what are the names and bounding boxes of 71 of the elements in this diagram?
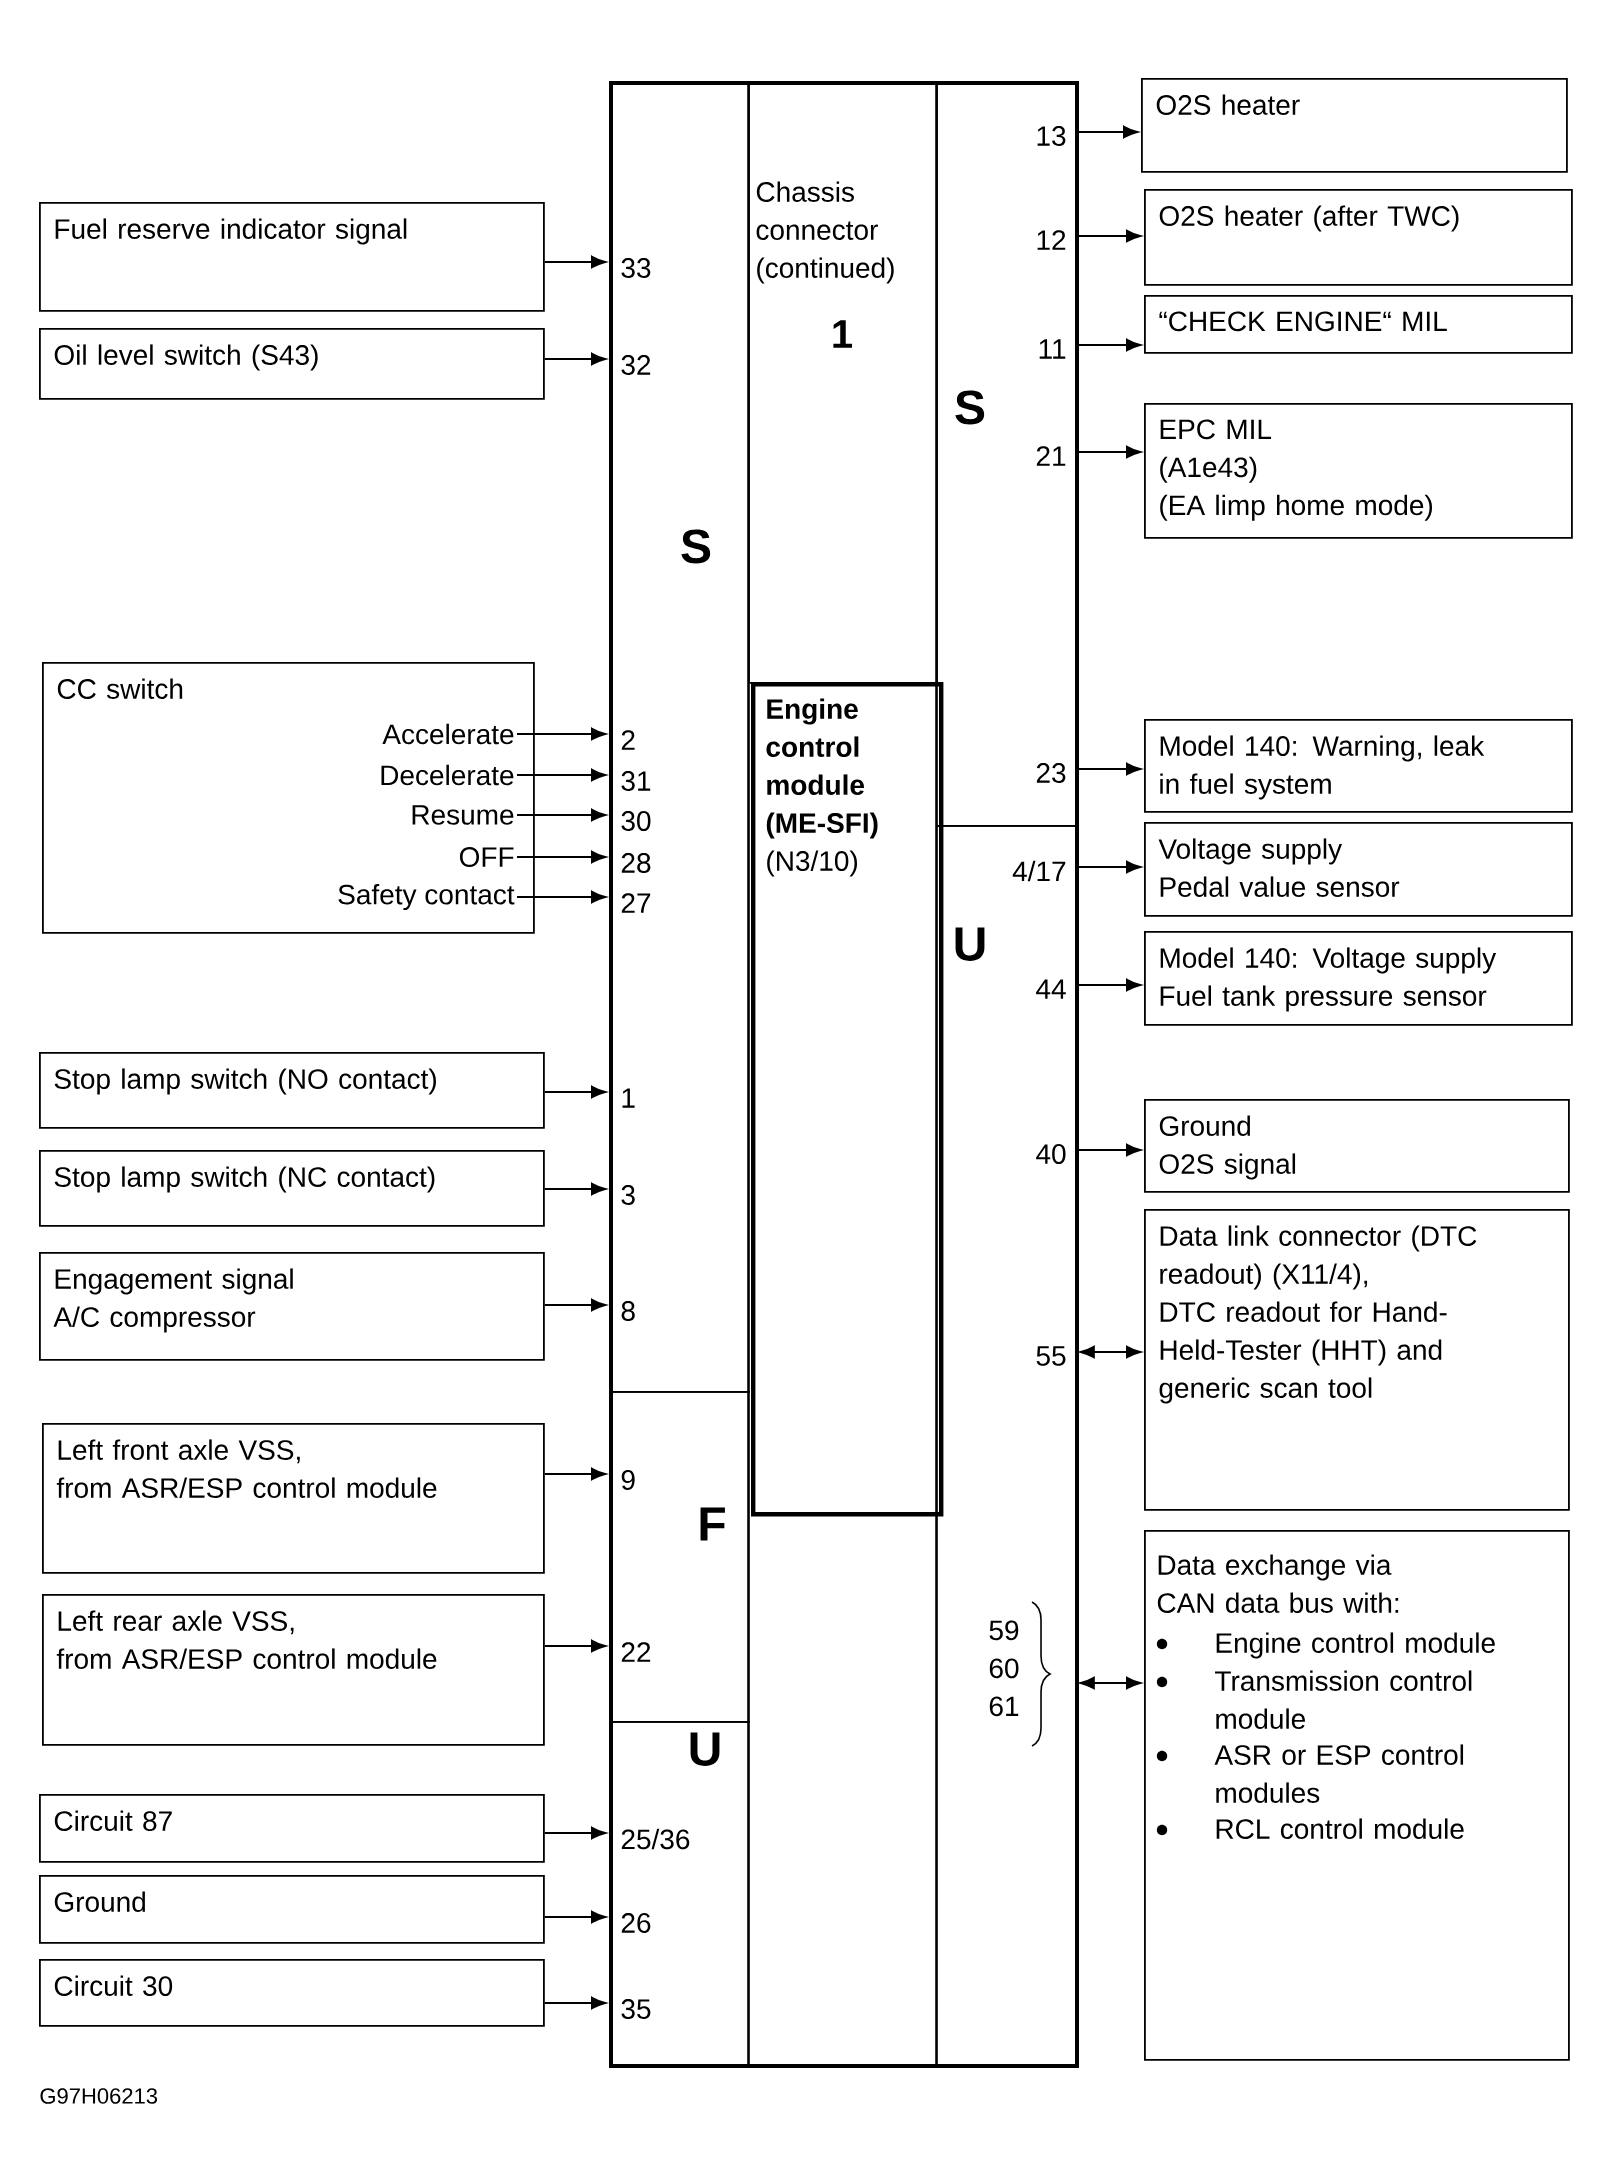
arrow	[543, 1085, 607, 1099]
arrow	[516, 808, 607, 822]
switch-position-label: Accelerate	[382, 723, 514, 745]
pin-number: 12	[1033, 228, 1069, 252]
pin-number: 59 60 61	[989, 1620, 1019, 1717]
component-box: Voltage supply Pedal value sensor	[1144, 822, 1573, 917]
arrow	[543, 1298, 607, 1312]
pin-number: 9	[618, 1468, 638, 1492]
component-box: Ground	[39, 1875, 545, 1944]
component-box: EPC MIL (A1e43) (EA limp home mode)	[1144, 403, 1573, 539]
pin-number: 26	[618, 1911, 654, 1935]
component-box: O2S heater	[1141, 78, 1568, 173]
pin-number: 3	[618, 1183, 638, 1207]
pin-number: 28	[618, 851, 654, 875]
component-box: Circuit 30	[39, 1959, 545, 2027]
pin-number: 11	[1035, 337, 1069, 361]
connector-section: Chassis connector (continued) 1	[748, 81, 938, 684]
arrow	[543, 1826, 607, 1840]
pin-number: 55	[1033, 1344, 1069, 1368]
component-box: Model 140: Voltage supply Fuel tank pressure sensor	[1144, 931, 1573, 1026]
figure-number: G97H06213	[40, 2088, 158, 2104]
component-box: Stop lamp switch (NC contact)	[39, 1150, 545, 1227]
arrow	[543, 1639, 607, 1653]
component-box: Fuel reserve indicator signal	[39, 202, 545, 312]
component-box: O2S heater (after TWC)	[1144, 189, 1573, 286]
switch-position-label: Safety contact	[338, 883, 515, 911]
component-box: Left rear axle VSS, from ASR/ESP control module	[42, 1594, 545, 1746]
arrow	[543, 1182, 607, 1196]
pin-number: 44	[1033, 977, 1069, 1001]
pin-number: 32	[618, 353, 654, 377]
pin-number: 23	[1033, 761, 1069, 785]
component-box: Data link connector (DTC readout) (X11/4), DTC readout for Hand-Held-Tester (HHT) and generic scan tool	[1144, 1209, 1570, 1511]
arrow	[543, 1910, 607, 1924]
pin-number: 30	[618, 809, 654, 833]
pin-number: 4/17	[1010, 858, 1069, 884]
pin-number: 35	[618, 1997, 654, 2021]
arrow	[516, 727, 607, 741]
component-box: Circuit 87	[39, 1794, 545, 1863]
pin-number: 2	[618, 728, 638, 752]
component-box: Ground O2S signal	[1144, 1099, 1570, 1193]
component-box: “CHECK ENGINE“ MIL	[1144, 295, 1573, 354]
pin-number: 40	[1033, 1142, 1069, 1166]
arrow	[543, 1467, 607, 1481]
component-box: Model 140: Warning, leak in fuel system	[1144, 719, 1573, 813]
arrow	[543, 255, 607, 269]
arrow	[1079, 1345, 1142, 1359]
component-box: Left front axle VSS, from ASR/ESP control module	[42, 1423, 545, 1574]
pin-number: 31	[618, 769, 654, 793]
pin-number: 8	[618, 1299, 638, 1323]
arrow	[543, 352, 607, 366]
arrow	[516, 850, 607, 864]
component-box: Stop lamp switch (NO contact)	[39, 1052, 545, 1129]
pin-number: 22	[618, 1640, 654, 1664]
switch-position-label: Decelerate	[381, 764, 514, 786]
pin-number: 33	[618, 256, 654, 280]
component-box: Engagement signal A/C compressor	[39, 1252, 545, 1361]
pin-number: 21	[1033, 444, 1069, 468]
switch-position-label: Resume	[412, 805, 514, 825]
pin-number: 25/36	[618, 1826, 693, 1852]
component-box: Data exchange via CAN data bus with: Engine control module Transmission control module ASR or ESP control modules RCL control module	[1144, 1530, 1570, 2061]
control-unit-frame	[609, 81, 1079, 2068]
pin-number: 1	[618, 1086, 638, 1110]
pin-number: 13	[1033, 124, 1069, 148]
component-box: Oil level switch (S43)	[39, 328, 545, 400]
module-box: Engine control module (ME-SFI) (N3/10)	[751, 682, 944, 1517]
switch-position-label: OFF	[459, 847, 514, 867]
arrow	[516, 890, 607, 904]
arrow	[516, 768, 607, 782]
pin-number: 27	[618, 891, 654, 915]
arrow	[543, 1996, 607, 2010]
arrow	[1079, 1676, 1142, 1690]
